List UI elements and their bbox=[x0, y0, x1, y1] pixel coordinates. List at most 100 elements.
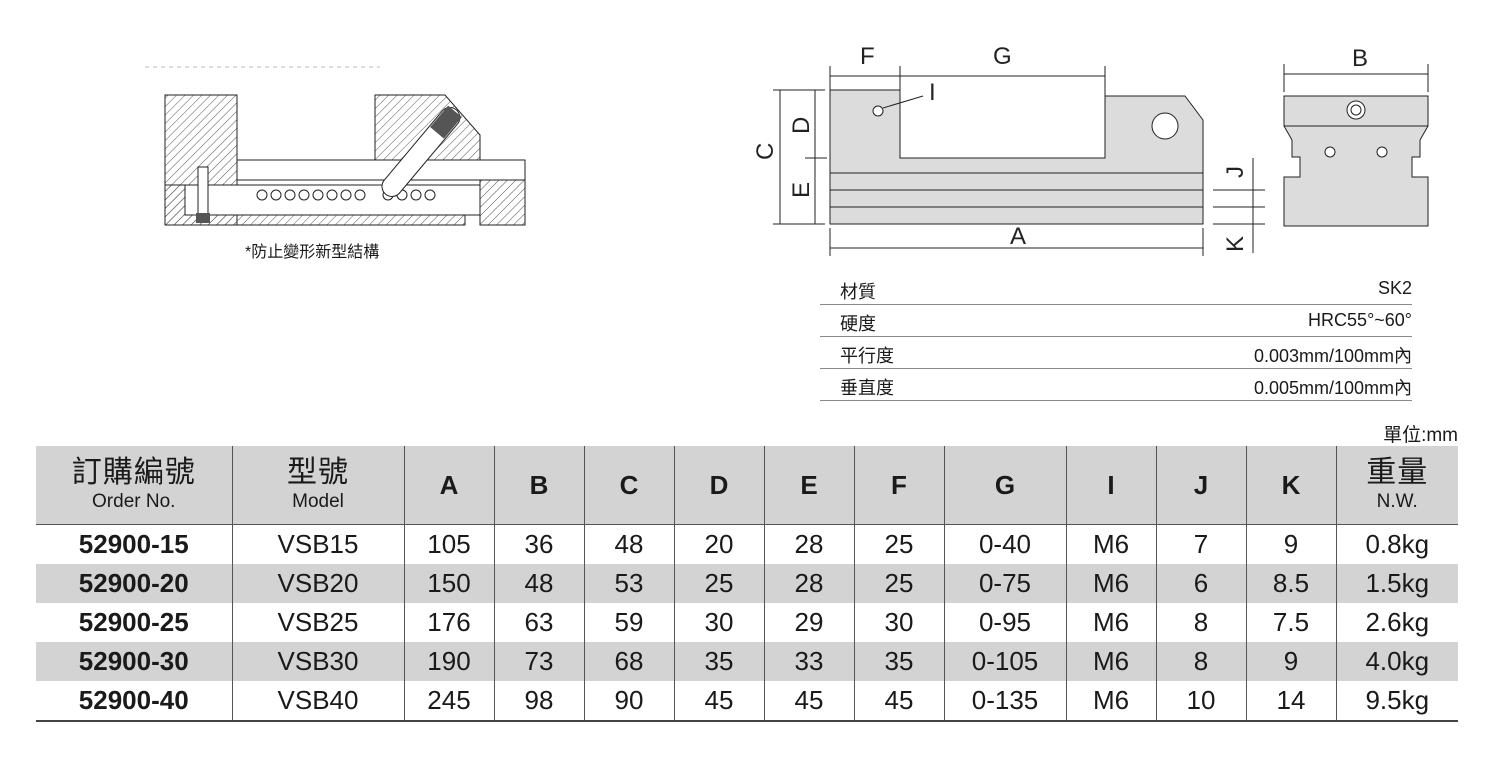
cell-g: 0-40 bbox=[943, 524, 1066, 564]
cell-g: 0-95 bbox=[943, 603, 1066, 642]
header-f: F bbox=[853, 446, 944, 525]
dim-label-b: B bbox=[1352, 45, 1368, 72]
dim-label-g: G bbox=[993, 43, 1012, 70]
end-view-drawing: B bbox=[1283, 45, 1429, 227]
cell-order-no: 52900-25 bbox=[78, 607, 189, 637]
cell-model: VSB40 bbox=[231, 681, 404, 722]
cell-d: 45 bbox=[673, 681, 764, 722]
header-i: I bbox=[1065, 446, 1156, 525]
cell-a: 105 bbox=[403, 524, 494, 564]
dim-label-i: I bbox=[929, 79, 936, 106]
cell-g: 0-105 bbox=[943, 642, 1066, 681]
cell-e: 29 bbox=[763, 603, 854, 642]
cell-order-no: 52900-40 bbox=[36, 681, 232, 722]
spec-label: 材質 bbox=[840, 282, 876, 302]
spec-value: 0.005mm/100mm內 bbox=[1253, 378, 1412, 398]
cell-order-no: 52900-30 bbox=[36, 642, 232, 681]
cell-a: 176 bbox=[403, 603, 494, 642]
cell-f: 25 bbox=[853, 524, 944, 564]
dim-label-k: K bbox=[1222, 236, 1249, 252]
cell-d: 35 bbox=[673, 642, 764, 681]
cell-d: 25 bbox=[673, 564, 764, 603]
header-e: E bbox=[763, 446, 854, 525]
cell-f: 25 bbox=[853, 564, 944, 603]
cell-c: 48 bbox=[583, 524, 674, 564]
cell-g: 0-135 bbox=[943, 681, 1066, 722]
cell-model: VSB20 bbox=[231, 564, 404, 603]
cell-j: 8 bbox=[1155, 642, 1246, 681]
dim-label-f: F bbox=[860, 43, 875, 70]
spec-label: 硬度 bbox=[840, 314, 876, 334]
cell-a: 245 bbox=[403, 681, 494, 722]
spec-row-hardness: 硬度 HRC55°~60° bbox=[820, 304, 1412, 337]
cell-k: 7.5 bbox=[1245, 603, 1336, 642]
cell-net-weight: 9.5kg bbox=[1335, 681, 1458, 722]
cell-i: M6 bbox=[1065, 603, 1156, 642]
header-model: 型號 Model bbox=[231, 446, 404, 525]
cell-net-weight: 0.8kg bbox=[1335, 524, 1458, 564]
cross-section-caption: *防止變形新型結構 bbox=[245, 244, 380, 261]
cell-f: 45 bbox=[853, 681, 944, 722]
cell-b: 98 bbox=[493, 681, 584, 722]
cell-k: 9 bbox=[1245, 642, 1336, 681]
spec-row-parallelism: 平行度 0.003mm/100mm內 bbox=[820, 336, 1412, 369]
dim-label-a: A bbox=[1010, 223, 1026, 250]
cell-i: M6 bbox=[1065, 524, 1156, 564]
cell-e: 45 bbox=[763, 681, 854, 722]
cell-order-no: 52900-15 bbox=[78, 529, 189, 559]
header-j: J bbox=[1155, 446, 1246, 525]
dim-label-j: J bbox=[1222, 166, 1249, 178]
cell-j: 10 bbox=[1155, 681, 1246, 722]
header-d: D bbox=[673, 446, 764, 525]
cell-e: 28 bbox=[763, 524, 854, 564]
cell-b: 73 bbox=[493, 642, 584, 681]
cell-j: 7 bbox=[1155, 524, 1246, 564]
cell-c: 59 bbox=[583, 603, 674, 642]
cell-b: 36 bbox=[493, 524, 584, 564]
table-header-row: 訂購編號 Order No. 型號 Model A B C D E F G I … bbox=[36, 446, 1458, 525]
cell-e: 33 bbox=[763, 642, 854, 681]
cell-c: 53 bbox=[583, 564, 674, 603]
cell-b: 63 bbox=[493, 603, 584, 642]
cell-c: 90 bbox=[583, 681, 674, 722]
cross-section-drawing bbox=[145, 66, 526, 226]
cell-a: 190 bbox=[403, 642, 494, 681]
cell-d: 20 bbox=[673, 524, 764, 564]
spec-row-perpendicularity: 垂直度 0.005mm/100mm內 bbox=[820, 368, 1412, 401]
cell-d: 30 bbox=[673, 603, 764, 642]
cell-a: 150 bbox=[403, 564, 494, 603]
cell-k: 8.5 bbox=[1245, 564, 1336, 603]
cell-model: VSB25 bbox=[231, 603, 404, 642]
cell-net-weight: 4.0kg bbox=[1335, 642, 1458, 681]
cell-net-weight: 2.6kg bbox=[1335, 603, 1458, 642]
cell-k: 14 bbox=[1245, 681, 1336, 722]
spec-value: HRC55°~60° bbox=[1308, 310, 1412, 330]
cell-i: M6 bbox=[1065, 642, 1156, 681]
cell-e: 28 bbox=[763, 564, 854, 603]
cell-f: 30 bbox=[853, 603, 944, 642]
dim-label-e: E bbox=[788, 182, 815, 198]
header-k: K bbox=[1245, 446, 1336, 525]
cell-f: 35 bbox=[853, 642, 944, 681]
spec-label: 平行度 bbox=[840, 346, 894, 366]
cell-i: M6 bbox=[1065, 564, 1156, 603]
cell-i: M6 bbox=[1065, 681, 1156, 722]
spec-value: SK2 bbox=[1377, 278, 1412, 298]
dimensions-table: 訂購編號 Order No. 型號 Model A B C D E F G I … bbox=[36, 446, 1458, 722]
header-g: G bbox=[943, 446, 1066, 525]
unit-note: 單位:mm bbox=[1383, 425, 1458, 446]
side-view-drawing: F G C D E I A J K bbox=[752, 43, 1265, 256]
cell-c: 68 bbox=[583, 642, 674, 681]
header-order-no: 訂購編號 Order No. bbox=[36, 446, 232, 525]
cell-model: VSB30 bbox=[231, 642, 404, 681]
cell-j: 8 bbox=[1155, 603, 1246, 642]
spec-label: 垂直度 bbox=[840, 378, 894, 398]
spec-row-material: 材質 SK2 bbox=[820, 272, 1412, 305]
spec-value: 0.003mm/100mm內 bbox=[1253, 346, 1412, 366]
cell-net-weight: 1.5kg bbox=[1335, 564, 1458, 603]
